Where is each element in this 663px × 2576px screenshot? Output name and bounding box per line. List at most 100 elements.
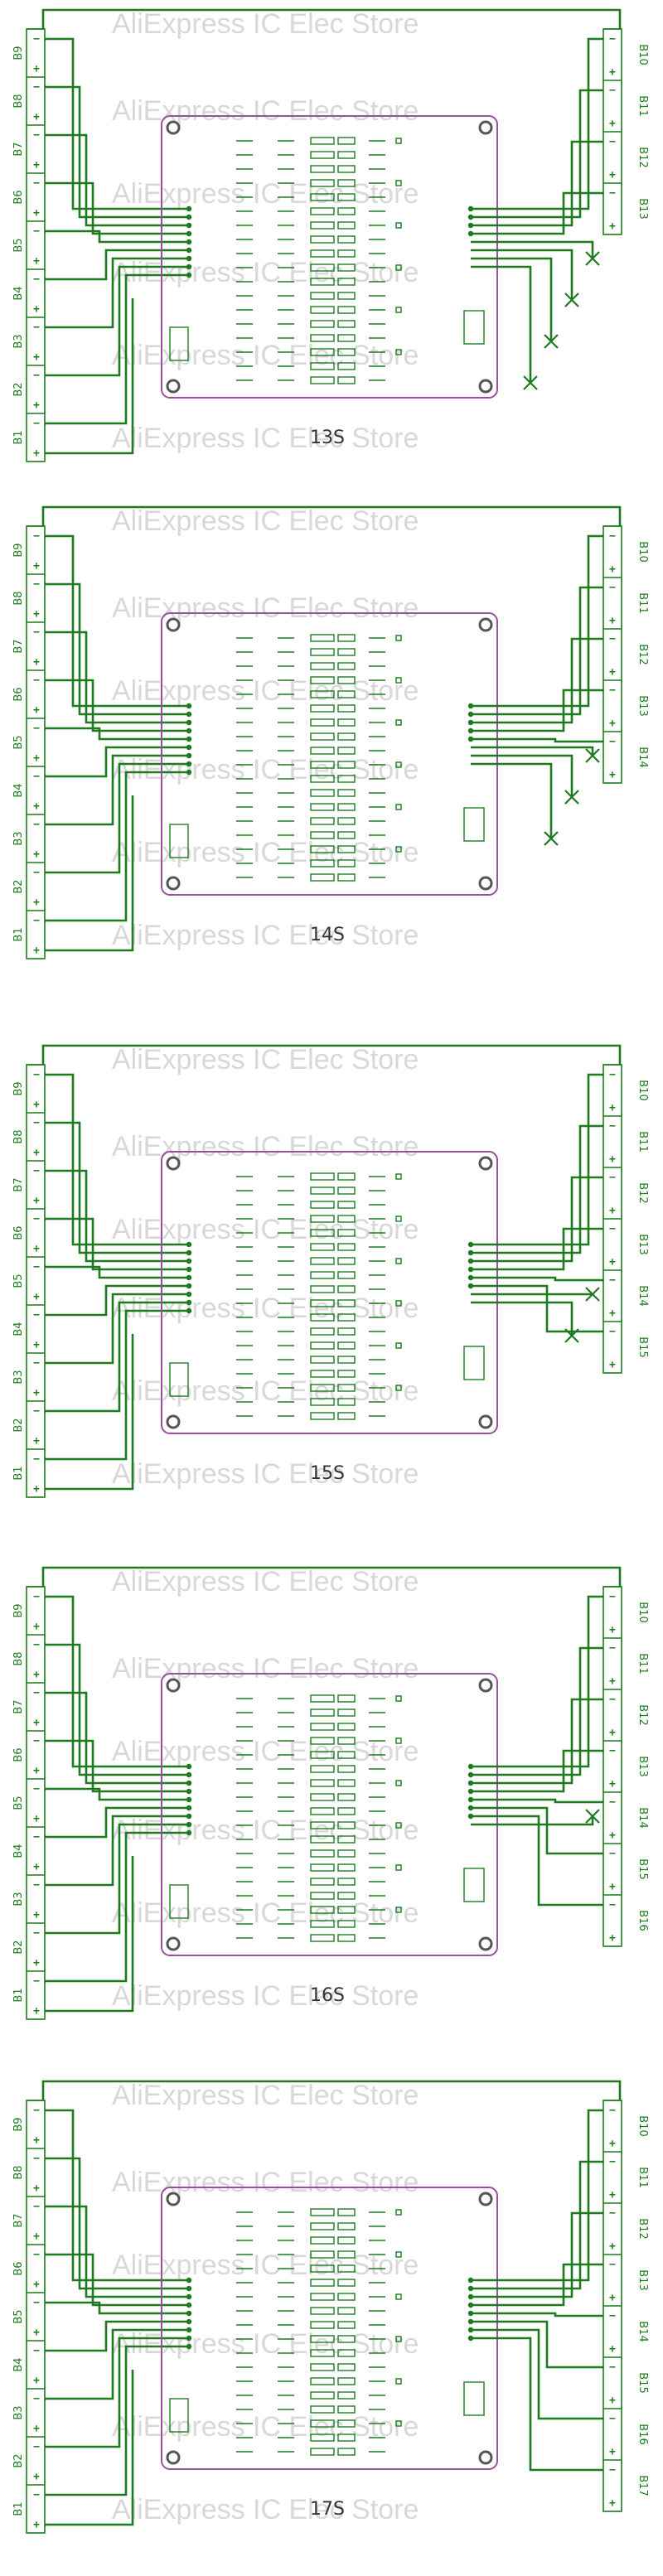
resistor [337,1934,356,1942]
minus-sign: − [33,1879,40,1892]
plus-sign: + [33,2375,40,2387]
minus-sign: − [33,819,40,831]
minus-sign: − [33,1927,40,1940]
resistor [310,1187,335,1195]
resistor [310,1779,335,1787]
minus-sign: − [609,136,616,148]
watermark-text: AliExpress IC Elec Store [112,2080,419,2111]
cell-label-B9: B9 [12,543,25,557]
minus-sign: − [609,736,616,748]
board-pin [186,222,192,229]
cell-label-B2: B2 [12,1418,25,1432]
resistor [310,803,335,811]
balance-wire [471,534,603,708]
resistor [310,1215,335,1223]
resistor [337,2250,356,2259]
board-pin [467,2285,474,2292]
resistor [337,775,356,783]
watermark-text: AliExpress IC Elec Store [112,2328,419,2360]
resistor [310,2222,335,2230]
resistor [337,334,356,342]
board-pin [467,719,474,726]
capacitor [395,1258,402,1264]
resistor [337,803,356,811]
resistor [310,732,335,741]
cell-label-B11: B11 [636,1653,649,1674]
capacitor [395,264,402,271]
plus-sign: + [33,1861,40,1873]
watermark-text: AliExpress IC Elec Store [112,592,419,624]
resistor [310,775,335,783]
resistor [337,1299,356,1307]
board-pin [186,214,192,220]
board-pin [186,230,192,237]
balance-wire [471,1749,603,1793]
balance-wire [45,762,189,874]
capacitor [395,1737,402,1744]
watermark-text: AliExpress IC Elec Store [112,1131,419,1162]
resistor [310,1723,335,1731]
cell-label-B8: B8 [12,1651,25,1665]
board-pin [186,1299,192,1306]
plus-sign: + [609,1932,616,1945]
balance-wire [471,2211,603,2298]
cell-label-B11: B11 [636,2167,649,2187]
cell-label-B1: B1 [12,1988,25,2002]
plus-sign: + [33,1291,40,1303]
balance-wire [471,1284,603,1333]
minus-sign: − [609,2156,616,2168]
capacitor [395,2251,402,2258]
balance-wire [45,2328,189,2400]
cell-label-B16: B16 [636,1910,649,1931]
mounting-hole [478,2192,493,2206]
capacitor [395,2420,402,2427]
resistor [337,348,356,356]
pcb-board [161,2187,498,2470]
resistor [310,873,335,882]
resistor [310,2236,335,2245]
cell-label-B3: B3 [12,1370,25,1384]
resistor [310,1934,335,1942]
balance-wire [45,1806,189,1839]
resistor [310,1793,335,1801]
resistor [337,845,356,853]
balance-wire [45,273,189,425]
minus-sign: − [33,626,40,639]
plus-sign: + [609,2138,616,2150]
resistor [337,263,356,272]
resistor [337,151,356,159]
cell-label-B6: B6 [12,2261,25,2275]
plus-sign: + [33,1717,40,1729]
plus-sign: + [33,207,40,220]
resistor [310,704,335,713]
resistor [337,1271,356,1279]
board-pin [186,1763,192,1770]
resistor [310,235,335,244]
resistor [337,747,356,755]
ic-chip [463,1346,485,1380]
plus-sign: + [33,111,40,123]
resistor [337,831,356,839]
mounting-hole [166,617,181,632]
plus-sign: + [609,1778,616,1791]
top-loop-wire [41,8,622,29]
balance-wire [471,1227,603,1271]
watermark-text: AliExpress IC Elec Store [112,920,419,951]
board-pin [186,1307,192,1314]
minus-sign: − [609,1694,616,1706]
resistor [310,1299,335,1307]
balance-wire [45,1815,189,1887]
plus-sign: + [609,1881,616,1893]
balance-wire [471,1176,603,1263]
plus-sign: + [609,2189,616,2201]
cell-label-B10: B10 [636,2115,649,2136]
cell-label-B2: B2 [12,382,25,396]
cell-label-B3: B3 [12,2405,25,2419]
capacitor [395,1173,402,1180]
resistor [337,676,356,684]
resistor [310,2377,335,2385]
plus-sign: + [33,2327,40,2339]
resistor [337,1751,356,1759]
balance-wire [45,265,189,377]
